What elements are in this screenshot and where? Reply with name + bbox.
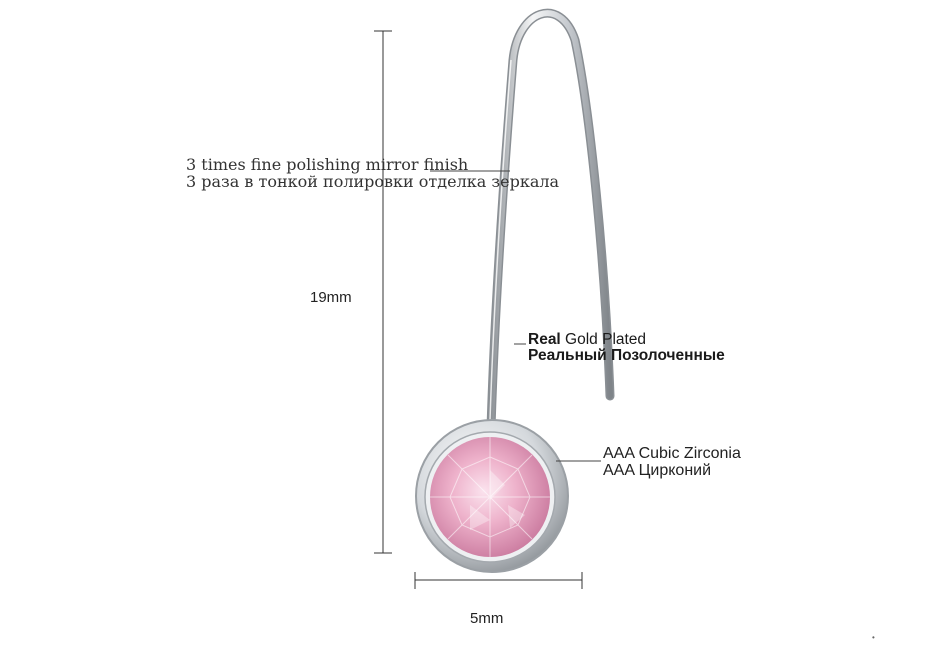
polish-text-en: 3 times fine polishing mirror finish [186,155,469,174]
gold-plated-annotation: Real Gold Plated Реальный Позолоченные [528,331,725,365]
zirconia-text-en: AAA Cubic Zirconia [603,445,741,462]
polish-text-ru: 3 раза в тонкой полировки отделка зеркал… [186,171,560,191]
height-label: 19mm [310,289,352,306]
zirconia-text-ru: AAA Цирконий [603,461,712,479]
gold-text-en: Gold Plated [560,331,647,348]
width-label: 5mm [470,610,504,627]
zirconia-annotation: AAA Cubic Zirconia AAA Цирконий [603,445,741,480]
width-dimension-line [414,572,583,589]
polish-annotation: 3 times fine polishing mirror finish 3 р… [186,155,560,191]
ear-wire [486,8,615,433]
leader-lines [430,170,601,462]
gold-text-ru: Реальный Позолоченные [528,347,725,365]
pink-gemstone [430,437,550,557]
svg-text:•: • [872,633,875,642]
height-dimension-line [374,30,392,554]
gold-text-bold: Real [528,331,561,348]
